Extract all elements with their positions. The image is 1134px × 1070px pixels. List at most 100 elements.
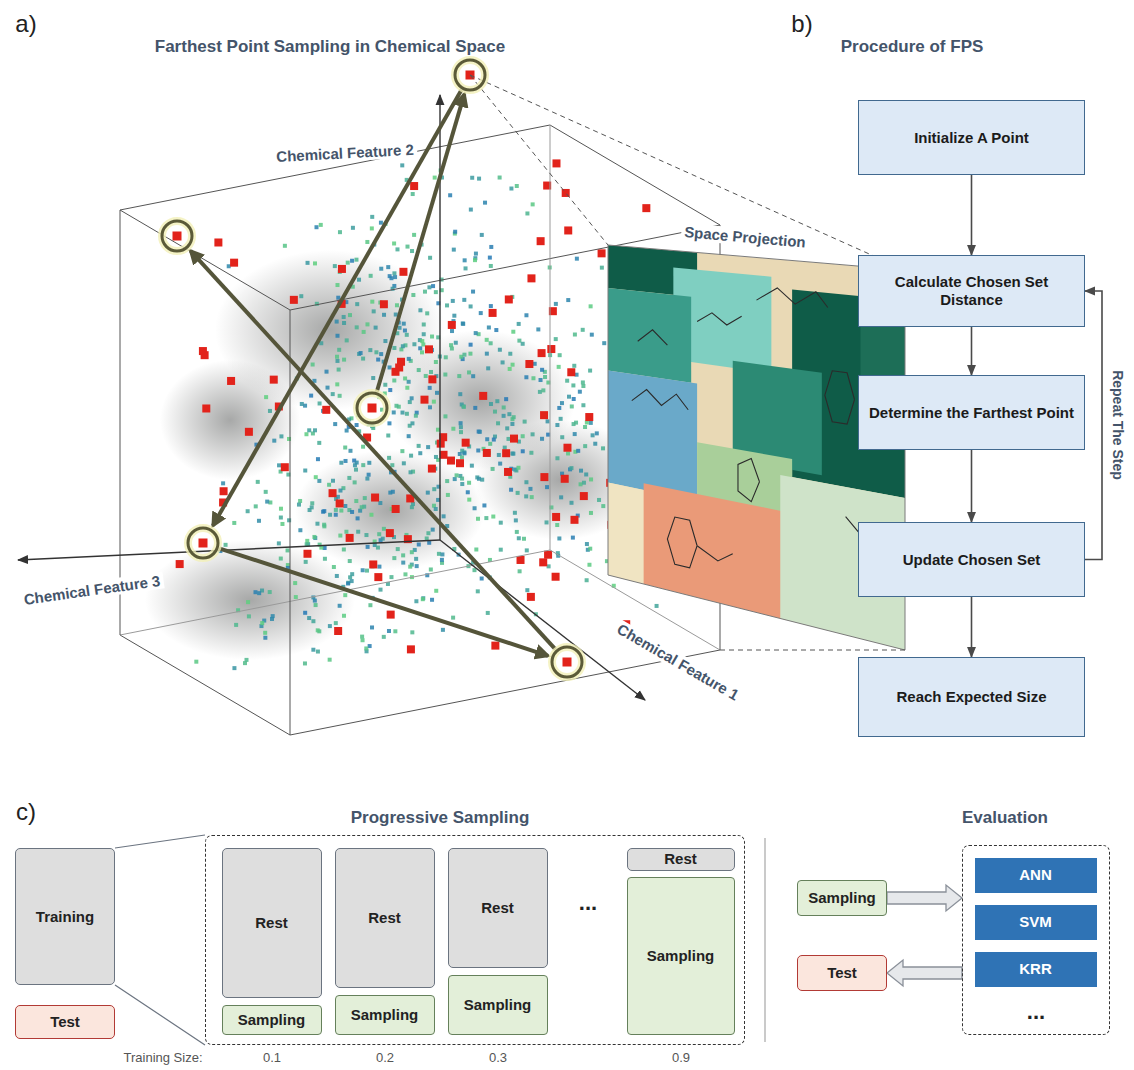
axis-label: Chemical Feature 2 bbox=[273, 141, 417, 166]
selection-circle bbox=[162, 221, 192, 251]
data-point bbox=[516, 466, 520, 470]
data-point bbox=[350, 572, 354, 576]
data-point bbox=[383, 339, 387, 343]
data-point bbox=[451, 616, 455, 620]
data-point bbox=[489, 402, 493, 406]
data-point bbox=[430, 598, 434, 602]
data-point bbox=[376, 546, 380, 550]
box-text: Update Chosen Set bbox=[903, 551, 1041, 569]
data-point bbox=[392, 241, 396, 245]
data-point bbox=[498, 462, 502, 466]
data-point bbox=[488, 256, 492, 260]
data-point bbox=[314, 603, 318, 607]
data-point bbox=[434, 507, 438, 511]
data-point bbox=[420, 339, 424, 343]
data-point bbox=[434, 290, 438, 294]
data-point bbox=[459, 430, 463, 434]
data-point bbox=[374, 350, 378, 354]
axis-label: Chemical Feature 3 bbox=[20, 571, 165, 608]
data-point bbox=[546, 419, 550, 423]
data-point bbox=[501, 360, 505, 364]
data-point bbox=[583, 425, 587, 429]
data-point bbox=[585, 578, 589, 582]
data-point bbox=[544, 551, 552, 559]
data-point bbox=[453, 477, 457, 481]
data-point bbox=[484, 516, 488, 520]
selection-glow bbox=[357, 393, 387, 423]
data-point bbox=[427, 541, 431, 545]
data-point bbox=[554, 302, 558, 306]
data-point bbox=[232, 666, 236, 670]
ellipsis: ... bbox=[579, 890, 597, 915]
flow-arrow bbox=[971, 175, 973, 255]
fps-arrow bbox=[191, 251, 556, 650]
data-point bbox=[410, 505, 414, 509]
data-point bbox=[507, 437, 511, 441]
data-point bbox=[531, 202, 535, 206]
data-point bbox=[431, 284, 435, 288]
data-point bbox=[368, 348, 372, 352]
data-point bbox=[585, 413, 593, 421]
data-point bbox=[420, 350, 424, 354]
data-point bbox=[536, 327, 540, 331]
data-point bbox=[414, 557, 418, 561]
data-point bbox=[559, 495, 563, 499]
data-point bbox=[593, 442, 597, 446]
data-point bbox=[447, 457, 455, 465]
data-point bbox=[412, 233, 416, 237]
data-point bbox=[253, 590, 257, 594]
data-point bbox=[387, 611, 395, 619]
test-block: Test bbox=[797, 955, 887, 991]
data-point bbox=[428, 256, 432, 260]
data-point bbox=[304, 560, 308, 564]
data-point bbox=[474, 331, 478, 335]
data-point bbox=[412, 342, 416, 346]
data-point bbox=[589, 304, 593, 308]
data-point bbox=[388, 365, 392, 369]
data-point bbox=[360, 505, 364, 509]
data-point bbox=[527, 274, 535, 282]
data-point bbox=[359, 351, 363, 355]
data-point bbox=[509, 187, 513, 191]
data-point bbox=[410, 182, 418, 190]
sampling-block: Sampling bbox=[448, 975, 548, 1035]
data-point bbox=[364, 646, 368, 650]
data-point bbox=[408, 565, 412, 569]
data-point bbox=[365, 569, 369, 573]
data-point bbox=[537, 237, 545, 245]
data-point bbox=[374, 573, 382, 581]
data-point bbox=[443, 414, 447, 418]
data-point bbox=[508, 352, 512, 356]
data-point bbox=[299, 294, 303, 298]
data-point bbox=[485, 437, 489, 441]
data-point bbox=[507, 412, 511, 416]
data-point bbox=[410, 249, 414, 253]
data-point bbox=[372, 309, 376, 313]
data-point bbox=[199, 539, 208, 548]
data-point bbox=[355, 325, 359, 329]
data-point bbox=[474, 548, 478, 552]
data-point bbox=[277, 541, 281, 545]
data-point bbox=[559, 417, 563, 421]
data-point bbox=[505, 295, 513, 303]
data-point bbox=[403, 572, 407, 576]
data-point bbox=[246, 509, 250, 513]
data-point bbox=[474, 252, 478, 256]
data-point bbox=[479, 311, 483, 315]
data-point bbox=[600, 266, 604, 270]
data-point bbox=[459, 425, 463, 429]
data-point bbox=[598, 249, 606, 257]
data-point bbox=[309, 394, 313, 398]
data-point bbox=[245, 428, 253, 436]
data-point bbox=[306, 261, 310, 265]
data-point bbox=[345, 338, 349, 342]
data-point bbox=[314, 225, 318, 229]
flow-arrow bbox=[971, 597, 973, 657]
data-point bbox=[585, 420, 589, 424]
data-point bbox=[381, 537, 385, 541]
data-point bbox=[393, 275, 397, 279]
data-point bbox=[421, 343, 425, 347]
data-point bbox=[377, 532, 381, 536]
data-point bbox=[561, 475, 569, 483]
data-point bbox=[343, 504, 347, 508]
